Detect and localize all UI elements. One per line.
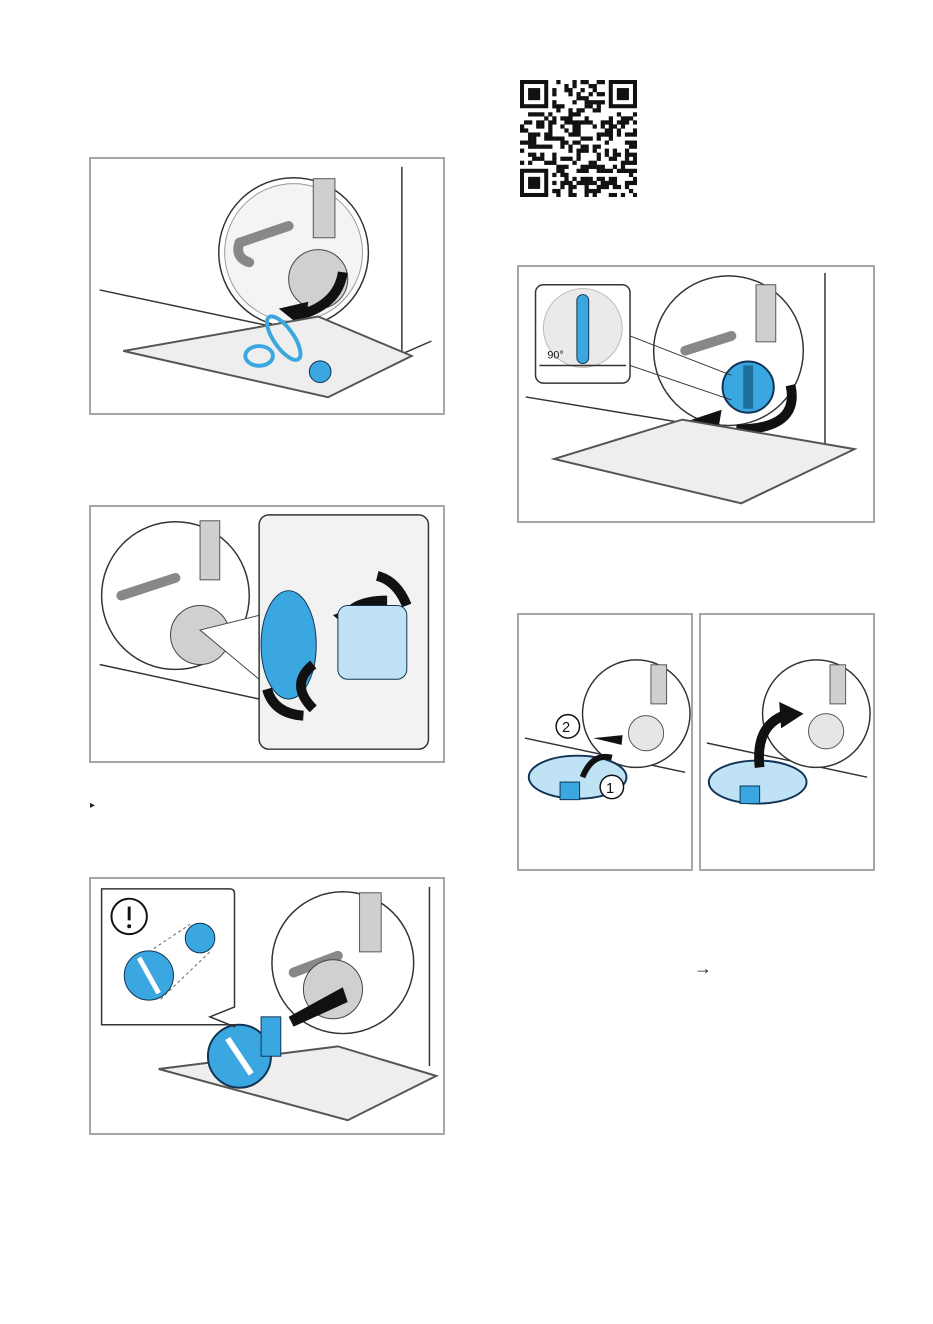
angle-label: 90°	[547, 350, 563, 362]
illustration-close-cover-steps: 2 1	[517, 613, 693, 871]
qr-code-graphic	[520, 80, 637, 197]
illustration-impeller-check	[89, 505, 445, 763]
illustration-insert-filter	[89, 877, 445, 1135]
close-cover-drawing	[701, 615, 873, 869]
callout-2-label: 2	[562, 720, 570, 736]
illustration-close-cover	[699, 613, 875, 871]
impeller-check-drawing	[91, 507, 443, 761]
step-bullet: ▸	[90, 801, 95, 811]
illustration-turn-filter: 90°	[517, 265, 875, 523]
reference-arrow: →	[694, 958, 712, 979]
illustration-parts-fall-out	[89, 157, 445, 415]
qr-code	[520, 80, 637, 197]
parts-fall-out-drawing	[91, 159, 443, 413]
callout-1-label: 1	[606, 781, 614, 797]
turn-filter-drawing: 90°	[519, 267, 873, 521]
close-cover-steps-drawing: 2 1	[519, 615, 691, 869]
insert-filter-drawing	[91, 879, 443, 1133]
